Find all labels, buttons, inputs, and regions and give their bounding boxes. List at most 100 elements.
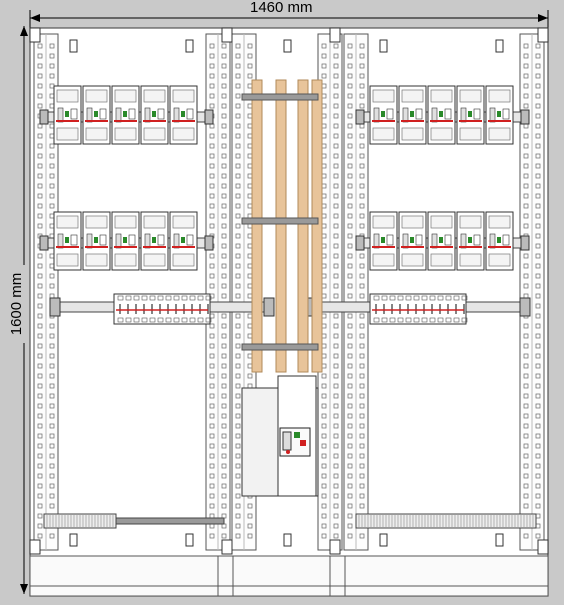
upright-hole <box>347 43 353 49</box>
upright-hole <box>235 403 241 409</box>
upright-hole <box>359 433 365 439</box>
upright-hole <box>333 393 339 399</box>
main-breaker-light <box>286 450 290 454</box>
upright-hole <box>333 443 339 449</box>
upright-hole <box>523 213 529 219</box>
breaker-top-terminal <box>459 89 482 103</box>
upright-hole <box>347 373 353 379</box>
upright-hole <box>221 493 227 499</box>
breaker-top-terminal <box>56 215 79 229</box>
breaker-top-terminal <box>114 215 137 229</box>
breaker-indicator <box>65 111 69 117</box>
breaker-bottom-terminal <box>85 127 108 141</box>
breaker-indicator <box>152 111 156 117</box>
upright-hole <box>359 443 365 449</box>
terminal-screw <box>437 317 444 323</box>
upright-hole <box>359 213 365 219</box>
upright-hole <box>359 423 365 429</box>
terminal-screw <box>373 317 380 323</box>
upright-hole <box>221 403 227 409</box>
upright-hole <box>535 423 541 429</box>
upright-hole <box>321 463 327 469</box>
upright-hole <box>209 423 215 429</box>
upright-hole <box>535 223 541 229</box>
terminal-screw <box>461 295 468 301</box>
breaker-top-terminal <box>372 215 395 229</box>
upright-hole <box>347 433 353 439</box>
upright-hole <box>321 443 327 449</box>
upright-hole <box>49 143 55 149</box>
upright-hole <box>333 123 339 129</box>
breaker-window <box>70 108 78 120</box>
upright-hole <box>37 343 43 349</box>
breaker-indicator <box>123 111 127 117</box>
right-breaker-row-1 <box>355 85 530 145</box>
upright-hole <box>347 473 353 479</box>
upright-hole <box>523 503 529 509</box>
upright-hole <box>247 503 253 509</box>
upright-hole <box>221 133 227 139</box>
upright-hole <box>535 313 541 319</box>
upright-hole <box>235 313 241 319</box>
upright-hole <box>535 153 541 159</box>
upright-hole <box>221 433 227 439</box>
upright-hole <box>235 53 241 59</box>
breaker-bottom-terminal <box>172 253 195 267</box>
upright-hole <box>535 473 541 479</box>
upright-hole <box>535 373 541 379</box>
upright-hole <box>347 383 353 389</box>
upright-hole <box>209 403 215 409</box>
upright-hole <box>359 73 365 79</box>
upright-hole <box>221 263 227 269</box>
mounting-slot <box>283 533 292 547</box>
arrowhead <box>20 584 28 594</box>
breaker-module <box>485 211 514 271</box>
upright-hole <box>49 203 55 209</box>
upright-hole <box>235 103 241 109</box>
upright-hole <box>347 223 353 229</box>
upright-hole <box>347 73 353 79</box>
upright-hole <box>347 253 353 259</box>
upright-hole <box>235 123 241 129</box>
breaker-indicator <box>65 237 69 243</box>
upright-hole <box>347 413 353 419</box>
upright-hole <box>333 163 339 169</box>
breaker-module <box>485 85 514 145</box>
terminal-screw <box>405 295 412 301</box>
upright-hole <box>221 93 227 99</box>
mounting-slot <box>69 533 78 547</box>
upright-hole <box>333 203 339 209</box>
upright-hole <box>221 113 227 119</box>
upright-hole <box>333 233 339 239</box>
breaker-bottom-terminal <box>143 253 166 267</box>
breaker-window <box>157 108 165 120</box>
upright-hole <box>347 403 353 409</box>
breaker-toggle <box>460 107 467 123</box>
upright-hole <box>37 473 43 479</box>
upright-hole <box>235 513 241 519</box>
upright-hole <box>523 43 529 49</box>
upright-hole <box>209 133 215 139</box>
breaker-top-terminal <box>143 215 166 229</box>
breaker-indicator <box>152 237 156 243</box>
rail-end-clip <box>204 109 214 125</box>
breaker-indicator <box>381 111 385 117</box>
upright-hole <box>235 413 241 419</box>
upright-hole <box>37 143 43 149</box>
upright-hole <box>209 203 215 209</box>
terminal-screw <box>173 295 180 301</box>
upright-hole <box>321 383 327 389</box>
upright-hole <box>209 103 215 109</box>
upright-hole <box>49 333 55 339</box>
terminal-screw <box>157 317 164 323</box>
breaker-module <box>140 85 169 145</box>
corner-bracket <box>221 539 233 555</box>
upright-hole <box>49 433 55 439</box>
breaker-module <box>169 85 198 145</box>
terminal-screw <box>429 295 436 301</box>
upright-hole <box>209 143 215 149</box>
left-terminal-strip <box>49 293 275 325</box>
upright-hole <box>535 63 541 69</box>
upright-hole <box>221 533 227 539</box>
